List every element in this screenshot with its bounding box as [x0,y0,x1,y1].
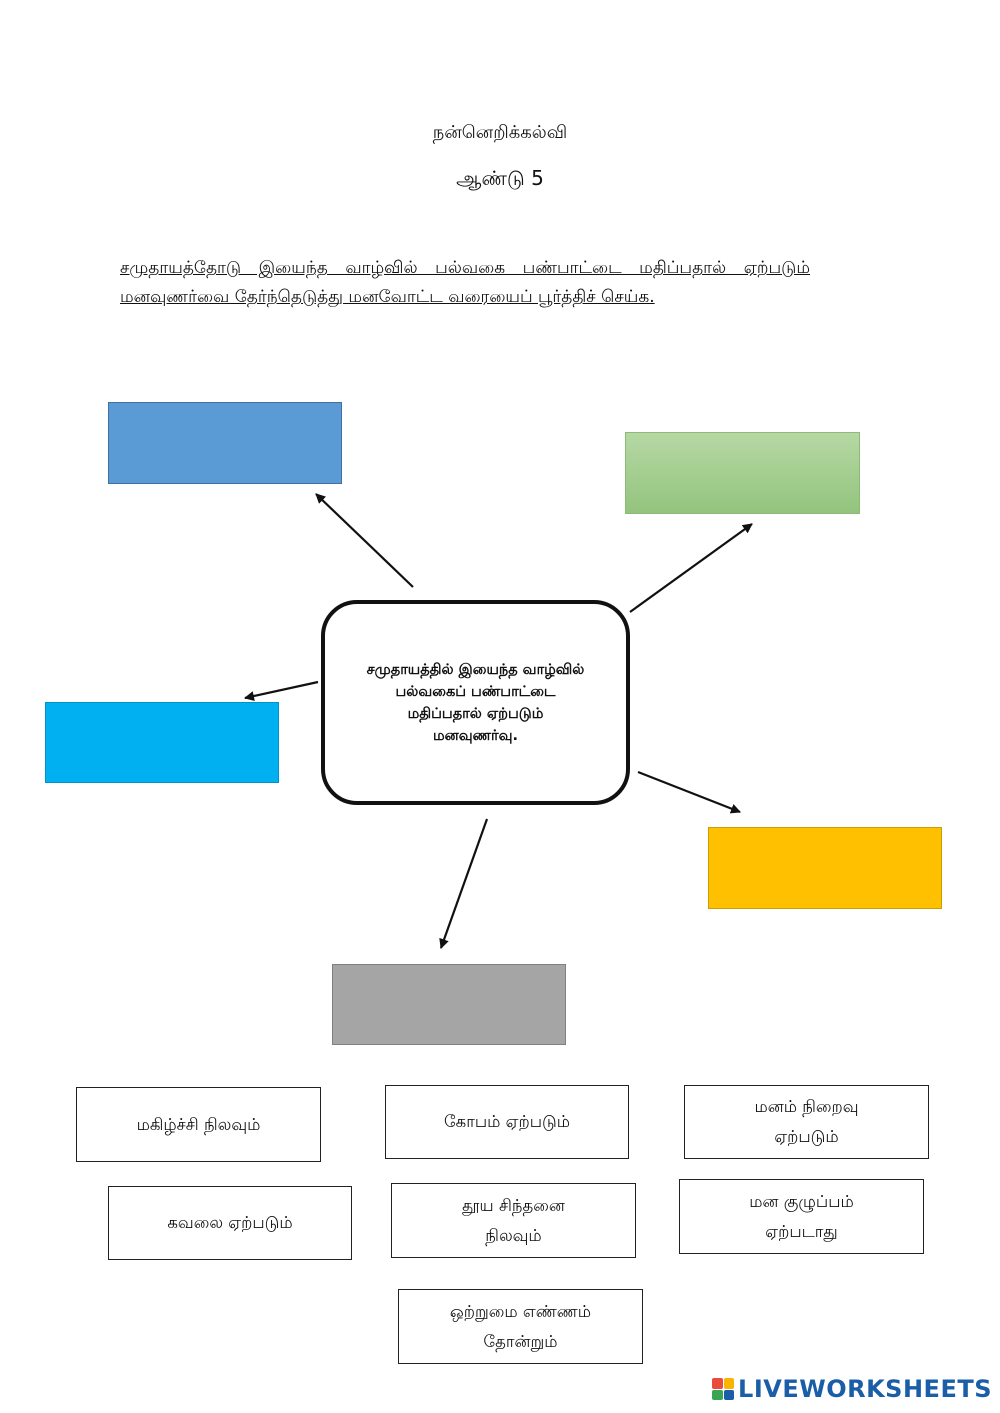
option-card-line: மனம் நிறைவு [754,1097,859,1116]
logo-text: LIVEWORKSHEETS [738,1375,992,1403]
arrow-to-blue-slot [315,493,414,588]
answer-slot-blue[interactable] [108,402,342,484]
liveworksheets-logo[interactable]: LIVEWORKSHEETS [712,1375,992,1403]
answer-slot-gray[interactable] [332,964,566,1045]
option-card-line: மகிழ்ச்சி நிலவும் [136,1114,261,1134]
option-card[interactable]: ஒற்றுமை எண்ணம் தோன்றும் [398,1289,643,1364]
option-card-line: ஏற்படும் [774,1127,839,1146]
option-card[interactable]: தூய சிந்தனை நிலவும் [391,1183,636,1258]
option-card-line: தோன்றும் [483,1331,558,1351]
answer-slot-gold[interactable] [708,827,942,909]
option-card-line: மன குழுப்பம் [749,1191,854,1211]
option-card[interactable]: மன குழுப்பம் ஏற்படாது [679,1179,924,1254]
subject-title: நன்னெறிக்கல்வி [432,122,568,143]
option-card-line: கவலை ஏற்படும் [167,1213,293,1232]
arrow-to-gold-slot [637,770,741,814]
mind-map-center-text: சமுதாயத்தில் இயைந்த வாழ்வில் பல்வகைப் பண… [366,661,585,744]
arrow-to-cyan-slot [244,680,319,701]
year-label: ஆண்டு 5 [456,166,544,190]
option-card-line: ஏற்படாது [765,1221,838,1241]
option-card-line: தூய சிந்தனை [462,1195,565,1215]
answer-slot-green[interactable] [625,432,860,514]
option-card-line: ஒற்றுமை எண்ணம் [449,1301,592,1321]
mind-map-center: சமுதாயத்தில் இயைந்த வாழ்வில் பல்வகைப் பண… [321,600,630,805]
arrow-to-green-slot [629,523,753,613]
instruction-text: சமுதாயத்தோடு இயைந்த வாழ்வில் பல்வகை பண்ப… [120,258,810,307]
option-card[interactable]: கோபம் ஏற்படும் [385,1085,629,1159]
liveworksheets-logo-icon [712,1378,735,1400]
option-card[interactable]: மனம் நிறைவு ஏற்படும் [684,1085,929,1159]
option-card[interactable]: மகிழ்ச்சி நிலவும் [76,1087,321,1162]
option-card[interactable]: கவலை ஏற்படும் [108,1186,352,1260]
arrow-to-gray-slot [439,818,489,949]
answer-slot-cyan[interactable] [45,702,279,783]
option-card-line: நிலவும் [485,1225,542,1245]
option-card-line: கோபம் ஏற்படும் [443,1112,571,1131]
